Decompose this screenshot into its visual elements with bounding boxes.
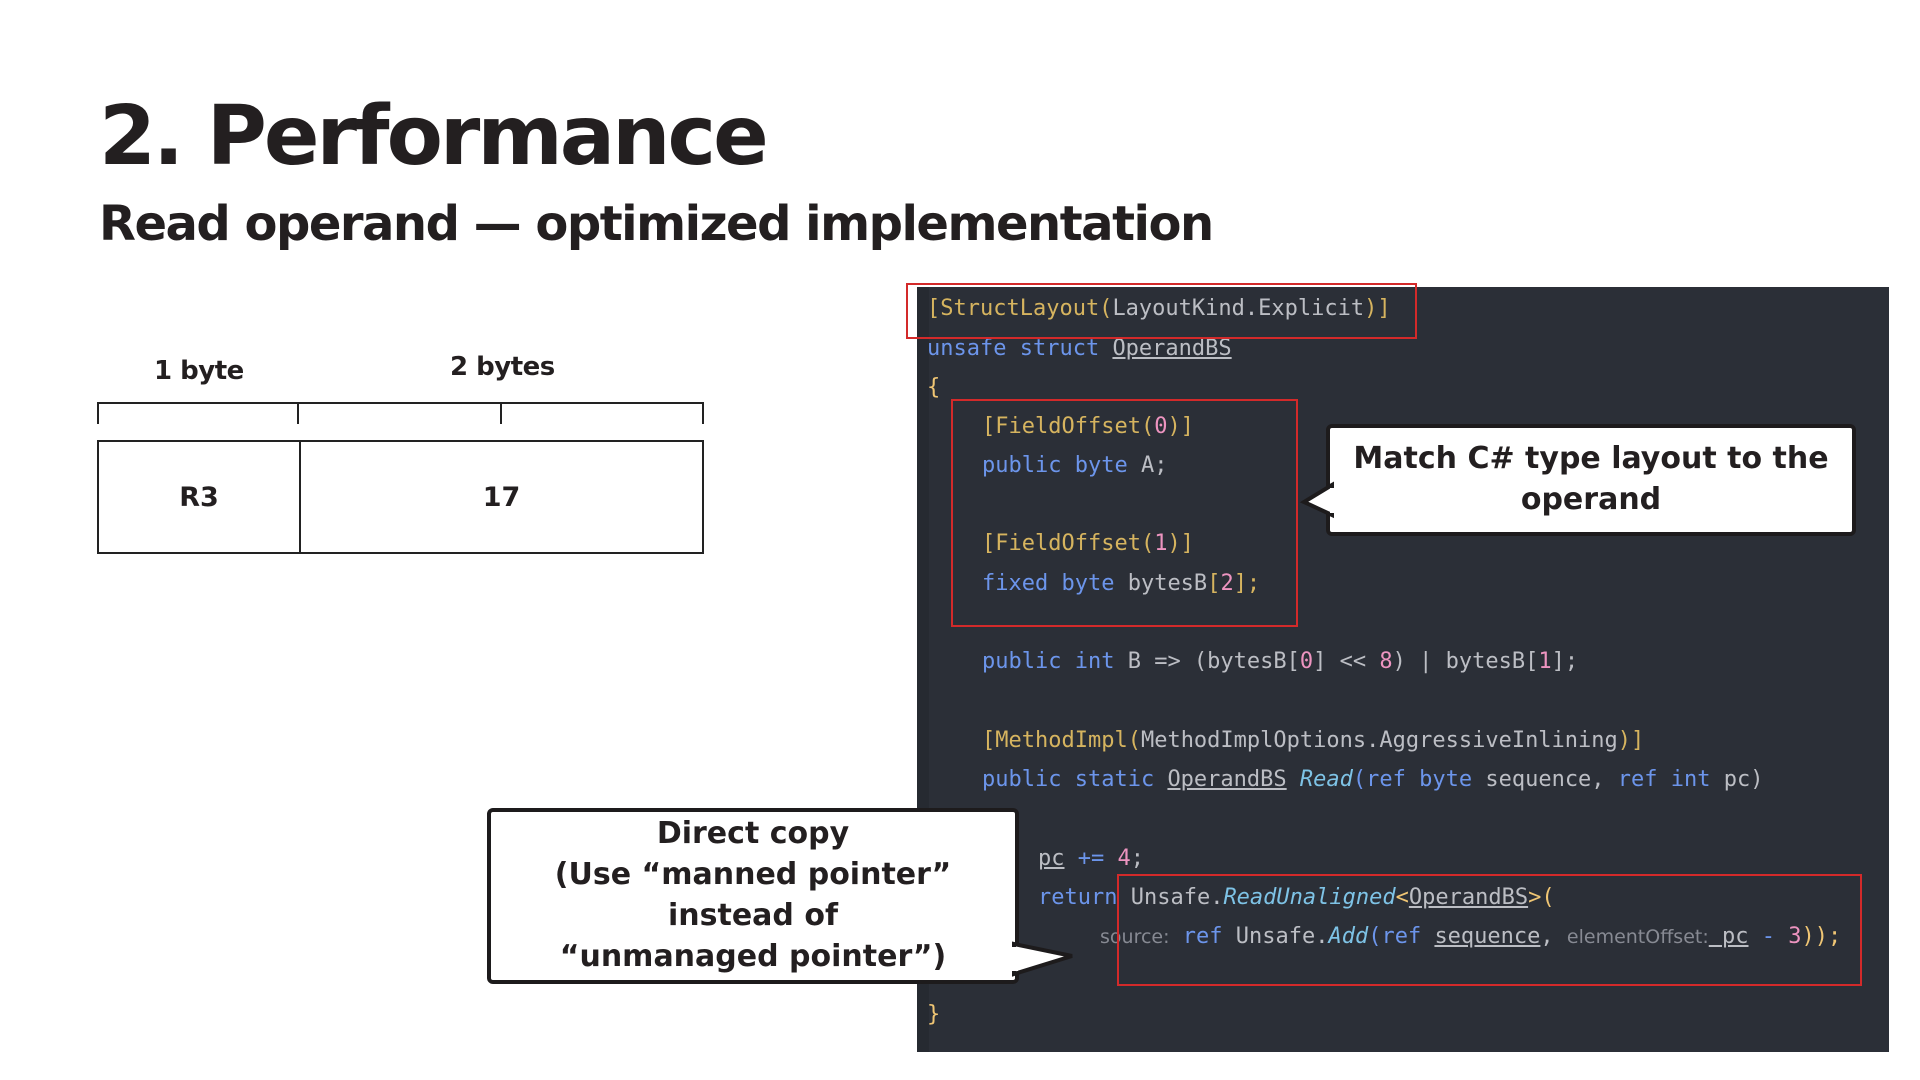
- bracket-tick-left: [97, 402, 99, 424]
- callout-match-layout-tail: [1299, 481, 1338, 519]
- code-line-1: [StructLayout(LayoutKind.Explicit)]: [927, 296, 1391, 321]
- code-line-12: return Unsafe.ReadUnaligned<OperandBS>(: [1038, 885, 1555, 910]
- code-line-5: public byte A;: [982, 453, 1168, 478]
- label-1-byte: 1 byte: [154, 356, 244, 386]
- code-line-6: [FieldOffset(1)]: [982, 531, 1194, 556]
- code-line-3: {: [927, 375, 941, 400]
- label-2-bytes: 2 bytes: [450, 352, 555, 382]
- slide-subtitle: Read operand — optimized implementation: [99, 196, 1214, 252]
- callout-direct-copy-tail: [1012, 941, 1073, 977]
- bracket-tick-mid: [297, 402, 299, 424]
- highlight-readunaligned: [1117, 874, 1862, 986]
- callout-match-layout: Match C# type layout to the operand: [1326, 424, 1856, 536]
- callout-direct-copy-line3: “unmanaged pointer”): [559, 938, 947, 974]
- code-line-13: source: ref Unsafe.Add(ref sequence, ele…: [1100, 924, 1842, 949]
- code-line-8: public int B => (bytesB[0] << 8) | bytes…: [982, 649, 1579, 674]
- callout-direct-copy: Direct copy (Use “manned pointer” instea…: [487, 808, 1019, 984]
- bracket-top-line: [97, 402, 704, 404]
- code-line-4: [FieldOffset(0)]: [982, 414, 1194, 439]
- code-panel: [917, 287, 1889, 1052]
- highlight-fieldoffsets: [951, 399, 1298, 627]
- callout-direct-copy-line1: Direct copy: [656, 816, 850, 852]
- byte-cell-17: 17: [299, 440, 704, 554]
- byte-cell-r3: R3: [97, 440, 301, 554]
- slide-title: 2. Performance: [99, 89, 769, 184]
- highlight-structlayout: [906, 283, 1417, 339]
- code-line-2: unsafe struct OperandBS: [927, 336, 1232, 361]
- code-line-9: [MethodImpl(MethodImplOptions.Aggressive…: [982, 728, 1645, 753]
- code-line-7: fixed byte bytesB[2];: [982, 571, 1261, 596]
- param-hint-elementoffset: elementOffset:: [1566, 926, 1709, 948]
- callout-direct-copy-line2: (Use “manned pointer” instead of: [554, 857, 952, 933]
- code-line-10: public static OperandBS Read(ref byte se…: [982, 767, 1764, 792]
- bracket-tick-center: [500, 402, 502, 424]
- bracket-tick-right: [702, 402, 704, 424]
- code-line-14: }: [927, 1002, 941, 1027]
- code-line-11: pc += 4;: [1038, 846, 1144, 871]
